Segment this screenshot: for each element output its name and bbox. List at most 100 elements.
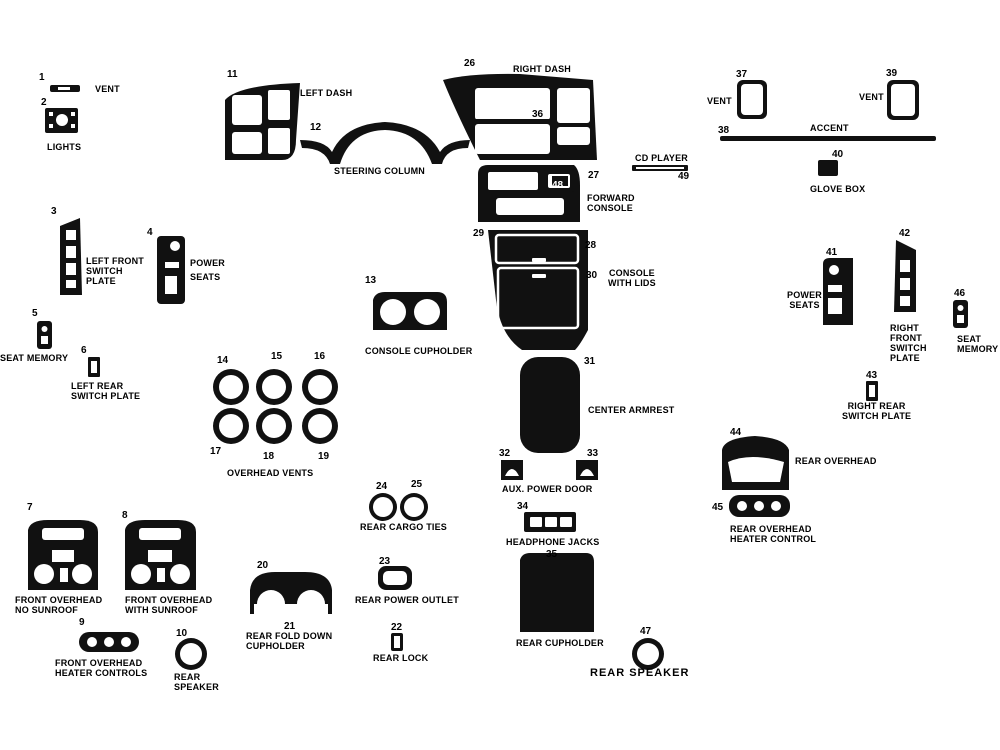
part-36-number: 36 — [532, 109, 544, 120]
part-7-label: FRONT OVERHEAD NO SUNROOF — [15, 595, 103, 615]
part-44-rear-overhead-shape — [722, 436, 789, 490]
part-42-number: 42 — [899, 228, 911, 239]
part-13-number: 13 — [365, 275, 377, 286]
part-13-label: CONSOLE CUPHOLDER — [365, 346, 473, 356]
part-23-number: 23 — [379, 556, 391, 567]
part-22-label: REAR LOCK — [373, 653, 429, 663]
part-45-label: REAR OVERHEAD HEATER CONTROL — [730, 524, 817, 544]
part-7-front-overhead-shape — [28, 520, 98, 590]
part-9-number: 9 — [79, 617, 85, 628]
rear-cargo-ties-shapes — [369, 493, 428, 521]
part-44-number: 44 — [730, 427, 742, 438]
part-47-label: REAR SPEAKER — [590, 667, 690, 679]
part-17-number: 17 — [210, 446, 222, 457]
part-21-number: 21 — [284, 621, 296, 632]
part-26-label: RIGHT DASH — [513, 64, 571, 74]
part-27-label: FORWARD CONSOLE — [587, 193, 635, 213]
part-43-number: 43 — [866, 370, 878, 381]
part-14-number: 14 — [217, 355, 229, 366]
part-10-rear-speaker-shape — [175, 638, 207, 670]
part-31-number: 31 — [584, 356, 596, 367]
part-27-number: 27 — [588, 170, 600, 181]
part-38-number: 38 — [718, 125, 730, 136]
part-31-label: CENTER ARMREST — [588, 405, 675, 415]
part-10-number: 10 — [176, 628, 188, 639]
part-33-number: 33 — [587, 448, 599, 459]
part-21-label: REAR FOLD DOWN CUPHOLDER — [246, 631, 333, 651]
part-41-power-seats-shape — [823, 258, 853, 325]
part-1-label: VENT — [95, 84, 120, 94]
part-4-power-seats-shape — [157, 236, 185, 304]
part-8-front-overhead-shape — [125, 520, 196, 590]
part-48-number: 48 — [552, 180, 564, 191]
vent-37-label: VENT — [707, 96, 732, 106]
part-38-accent-shape — [720, 136, 936, 141]
part-32-number: 32 — [499, 448, 511, 459]
part-31-center-armrest-shape — [520, 357, 580, 453]
part-3-number: 3 — [51, 206, 57, 217]
part-34-headphone-jacks-shape — [524, 512, 576, 532]
part-40-glove-box-shape — [818, 160, 838, 176]
part-43-label: RIGHT REAR SWITCH PLATE — [842, 401, 912, 421]
part-6-left-rear-switch-plate-shape — [88, 357, 100, 377]
cd-player-label: CD PLAYER — [635, 153, 688, 163]
part-5-seat-memory-shape — [37, 321, 52, 349]
part-6-number: 6 — [81, 345, 87, 356]
part-23-rear-power-outlet-shape — [378, 566, 412, 590]
part-30-label: CONSOLE WITH LIDS — [608, 268, 656, 288]
part-16-number: 16 — [314, 351, 326, 362]
part-4-number: 4 — [147, 227, 153, 238]
part-9-heater-controls-shape — [79, 632, 139, 652]
part-46-label: SEAT MEMORY — [957, 334, 999, 354]
part-49-number: 49 — [678, 171, 690, 182]
part-3-label: LEFT FRONT SWITCH PLATE — [86, 256, 144, 286]
part-39-number: 39 — [886, 68, 898, 79]
part-40-label: GLOVE BOX — [810, 184, 866, 194]
part-4-label: POWER SEATS — [190, 258, 226, 282]
part-12-number: 12 — [310, 122, 322, 133]
part-1-number: 1 — [39, 72, 45, 83]
part-21-rear-fold-down-cupholder-shape — [250, 572, 332, 618]
part-35-label: REAR CUPHOLDER — [516, 638, 604, 648]
part-2-lights-shape — [45, 108, 78, 133]
part-45-number: 45 — [712, 502, 724, 513]
part-30-console-with-lids-shape — [488, 230, 588, 350]
part-11-left-dash-shape — [225, 83, 300, 160]
part-20-number: 20 — [257, 560, 269, 571]
part-40-number: 40 — [832, 149, 844, 160]
part-22-rear-lock-shape — [391, 633, 403, 651]
overhead-vents-shapes — [213, 369, 338, 444]
part-26-right-dash-shape — [443, 73, 597, 160]
part-44-label: REAR OVERHEAD — [795, 456, 877, 466]
part-9-label: FRONT OVERHEAD HEATER CONTROLS — [55, 658, 148, 678]
vent-39-label: VENT — [859, 92, 884, 102]
part-47-number: 47 — [640, 626, 652, 637]
part-37-vent-shape — [737, 80, 767, 119]
part-2-number: 2 — [41, 97, 47, 108]
part-30-number: 30 — [586, 270, 598, 281]
part-48-shape — [544, 170, 574, 192]
part-12-steering-column-shape — [300, 122, 470, 164]
part-23-label: REAR POWER OUTLET — [355, 595, 459, 605]
part-22-number: 22 — [391, 622, 403, 633]
overhead-vents-label: OVERHEAD VENTS — [227, 468, 314, 478]
part-37-number: 37 — [736, 69, 748, 80]
part-26-number: 26 — [464, 58, 476, 69]
rear-cargo-ties-label: REAR CARGO TIES — [360, 522, 448, 532]
part-28-number: 28 — [585, 240, 597, 251]
part-41-number: 41 — [826, 247, 838, 258]
part-41-label: POWER SEATS — [787, 290, 823, 310]
aux-power-door-shapes — [501, 460, 598, 480]
part-19-number: 19 — [318, 451, 330, 462]
part-34-number: 34 — [517, 501, 529, 512]
part-5-number: 5 — [32, 308, 38, 319]
part-38-label: ACCENT — [810, 123, 849, 133]
part-43-right-rear-switch-plate-shape — [866, 381, 878, 401]
part-46-number: 46 — [954, 288, 966, 299]
part-35-number: 35 — [546, 549, 558, 560]
part-47-rear-speaker-shape — [632, 638, 664, 670]
part-42-right-front-switch-plate-shape — [894, 240, 916, 312]
part-12-label: STEERING COLUMN — [334, 166, 426, 176]
part-18-number: 18 — [263, 451, 275, 462]
part-7-number: 7 — [27, 502, 33, 513]
